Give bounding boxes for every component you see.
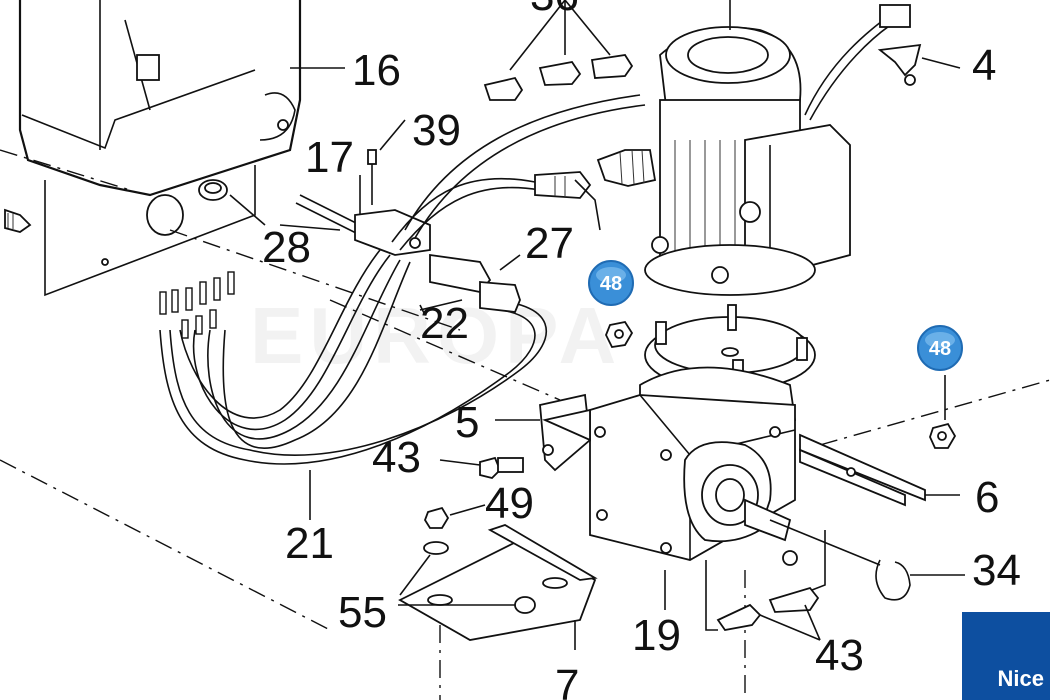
- label-5: 5: [455, 398, 479, 447]
- gearbox-19: [589, 366, 797, 561]
- grommet-28: [198, 179, 266, 226]
- label-16: 16: [352, 46, 401, 95]
- nut-49: [398, 504, 515, 606]
- bracket-5: [495, 393, 591, 472]
- housing-16: [0, 0, 345, 297]
- label-27: 27: [525, 219, 574, 268]
- label-17: 17: [305, 133, 354, 182]
- plate-7: [398, 524, 598, 650]
- screw-43-upper: [439, 456, 524, 479]
- nut-48-right: [929, 375, 957, 449]
- label-49: 49: [485, 479, 534, 528]
- svg-text:36: 36: [530, 0, 579, 20]
- left-screw: [4, 208, 32, 233]
- bolts-36: 36: [483, 0, 634, 101]
- badge-48-left[interactable]: 48: [588, 260, 634, 306]
- badge-48-left-text: 48: [600, 273, 622, 295]
- electric-motor: [644, 0, 961, 296]
- badge-48-right[interactable]: 48: [917, 325, 963, 371]
- cable-bundle: [159, 249, 548, 520]
- cable-gland: [404, 94, 657, 239]
- nice-logo: Nice: [962, 612, 1050, 700]
- label-7: 7: [555, 661, 579, 700]
- nice-logo-text: Nice: [997, 666, 1044, 691]
- label-43b: 43: [815, 631, 864, 680]
- label-21: 21: [285, 519, 334, 568]
- switch-17: [295, 119, 431, 256]
- watermark: EUROPA: [250, 291, 623, 380]
- label-28: 28: [262, 223, 311, 272]
- circlip-34: [769, 519, 965, 601]
- label-22: 22: [420, 299, 469, 348]
- nut-48-left: [605, 320, 634, 348]
- connector-27: [391, 171, 601, 313]
- label-4: 4: [972, 41, 996, 90]
- label-34: 34: [972, 546, 1021, 595]
- badge-48-right-text: 48: [929, 338, 951, 360]
- label-6: 6: [975, 473, 999, 522]
- label-43a: 43: [372, 433, 421, 482]
- label-19: 19: [632, 611, 681, 660]
- screws-43-lower: [705, 530, 826, 641]
- bracket-6: [799, 433, 960, 507]
- label-55: 55: [338, 588, 387, 637]
- label-39: 39: [412, 106, 461, 155]
